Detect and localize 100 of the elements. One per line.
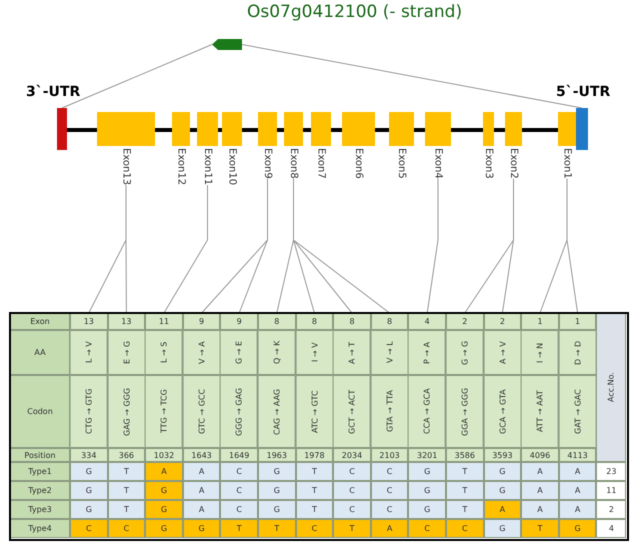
allele-cell: A	[521, 500, 559, 519]
allele-cell: G	[484, 519, 522, 538]
gene-line	[414, 128, 425, 132]
utr-box	[576, 108, 588, 150]
exon-label: Exon4	[432, 148, 444, 179]
allele-cell: A	[521, 481, 559, 500]
allele-cell: G	[408, 481, 446, 500]
amino-acid-cell: L → V	[70, 330, 108, 375]
exon-label: Exon1	[562, 148, 572, 179]
exon-label: Exon12	[176, 148, 186, 186]
allele-cell: T	[296, 500, 334, 519]
allele-cell: G	[70, 481, 108, 500]
row-header: Type3	[10, 500, 70, 519]
leader-line	[426, 178, 438, 314]
exon-label: Exon13	[120, 148, 132, 186]
exon-number-cell: 11	[145, 313, 183, 330]
codon-cell: GTA → TTA	[370, 375, 408, 448]
exon-number-cell: 8	[296, 313, 334, 330]
allele-cell: G	[484, 462, 522, 481]
exon-number-cell: 8	[333, 313, 371, 330]
connector-line	[62, 44, 212, 108]
allele-cell: C	[408, 519, 446, 538]
exon-number-cell: 2	[446, 313, 484, 330]
allele-cell: T	[446, 462, 484, 481]
column-header: Acc.No.	[596, 313, 626, 462]
amino-acid-cell: D → D	[558, 330, 596, 375]
codon-cell: CTG → GTG	[70, 375, 108, 448]
allele-cell: G	[408, 500, 446, 519]
allele-cell: C	[370, 462, 408, 481]
exon-label: Exon10	[226, 148, 238, 186]
row-header: Type4	[10, 519, 70, 538]
exon-number-cell: 8	[258, 313, 296, 330]
row-header: Codon	[10, 375, 70, 448]
exon-number-cell: 9	[220, 313, 258, 330]
position-cell: 4113	[558, 448, 596, 462]
gene-line	[375, 128, 389, 132]
allele-cell: T	[108, 500, 146, 519]
allele-cell: T	[333, 519, 371, 538]
allele-cell: G	[408, 462, 446, 481]
allele-cell: G	[258, 462, 296, 481]
allele-cell: A	[182, 500, 220, 519]
allele-cell: G	[182, 519, 220, 538]
position-cell: 3593	[484, 448, 522, 462]
leader-line	[293, 178, 390, 314]
allele-cell: A	[182, 462, 220, 481]
gene-name: Os07g0412100 (- strand)	[247, 2, 462, 22]
allele-cell: C	[333, 500, 371, 519]
allele-cell: A	[145, 462, 183, 481]
allele-cell: C	[70, 519, 108, 538]
gene-line	[67, 128, 97, 132]
codon-cell: GGA → GGG	[446, 375, 484, 448]
gene-line	[303, 128, 311, 132]
allele-cell: G	[484, 481, 522, 500]
utr-box	[57, 108, 67, 150]
allele-cell: C	[220, 481, 258, 500]
leader-line	[126, 184, 127, 314]
allele-cell: C	[370, 500, 408, 519]
exon-label: Exon11	[202, 148, 213, 186]
amino-acid-cell: A → V	[484, 330, 522, 375]
allele-cell: T	[296, 481, 334, 500]
connector-line	[242, 44, 582, 108]
codon-cell: GCT → ACT	[333, 375, 371, 448]
row-header: Type2	[10, 481, 70, 500]
amino-acid-cell: I → V	[296, 330, 334, 375]
amino-acid-cell: P → A	[408, 330, 446, 375]
leader-line	[566, 178, 578, 314]
codon-cell: GAT → GAC	[558, 375, 596, 448]
exon-label: Exon2	[508, 148, 519, 179]
allele-cell: T	[446, 481, 484, 500]
exon-number-cell: 13	[108, 313, 146, 330]
position-cell: 1963	[258, 448, 296, 462]
position-cell: 1032	[145, 448, 183, 462]
gene-line	[522, 128, 558, 132]
codon-cell: GCA → GTA	[484, 375, 522, 448]
codon-cell: CCA → GCA	[408, 375, 446, 448]
position-cell: 2103	[370, 448, 408, 462]
codon-cell: TTG → TCG	[145, 375, 183, 448]
position-cell: 3586	[446, 448, 484, 462]
allele-cell: T	[108, 462, 146, 481]
allele-cell: T	[258, 519, 296, 538]
amino-acid-cell: I → N	[521, 330, 559, 375]
count-cell: 4	[596, 519, 626, 538]
amino-acid-cell: V → L	[370, 330, 408, 375]
codon-cell: ATT → AAT	[521, 375, 559, 448]
allele-cell: C	[220, 462, 258, 481]
exon-number-cell: 1	[521, 313, 559, 330]
exon-label: Exon3	[483, 148, 494, 179]
exon-number-cell: 13	[70, 313, 108, 330]
allele-cell: G	[145, 481, 183, 500]
allele-cell: A	[182, 481, 220, 500]
exon-label: Exon8	[288, 148, 299, 179]
codon-cell: GGG → GAG	[220, 375, 258, 448]
allele-cell: G	[70, 500, 108, 519]
exon-number-cell: 8	[370, 313, 408, 330]
position-cell: 2034	[333, 448, 371, 462]
amino-acid-cell: Q → K	[258, 330, 296, 375]
gene-line	[190, 128, 197, 132]
allele-cell: G	[258, 500, 296, 519]
exon-label: Exon7	[316, 148, 326, 179]
gene-marker	[212, 39, 242, 50]
